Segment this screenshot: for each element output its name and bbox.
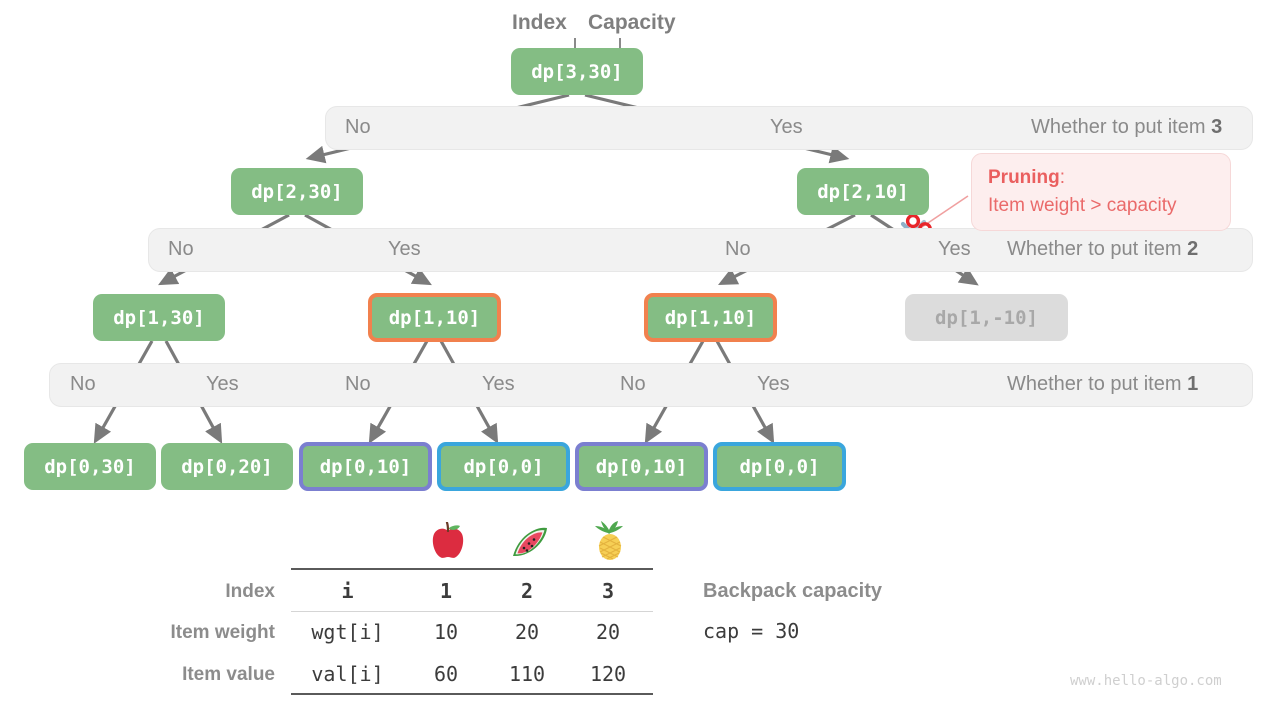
pruning-callout: Pruning: Item weight > capacity [971, 153, 1231, 232]
band1-question: Whether to put item 1 [1007, 373, 1198, 396]
table-col-header-3: 3 [601, 579, 615, 603]
table-row-label-item-weight: Item weight [170, 622, 275, 643]
tree-node-dp-0-20[interactable]: dp[0,20] [161, 443, 293, 490]
band1-question-item: 1 [1187, 373, 1199, 395]
band3-question-item: 3 [1211, 116, 1223, 138]
apple-icon [432, 522, 464, 558]
table-cell-i: i [341, 579, 354, 603]
table-value-1: 60 [433, 662, 459, 686]
pineapple-icon [595, 521, 623, 560]
tree-node-dp-2-10[interactable]: dp[2,10] [797, 168, 929, 215]
tree-node-dp-1-30[interactable]: dp[1,30] [93, 294, 225, 341]
table-col-header-2: 2 [520, 579, 534, 603]
band2-question: Whether to put item 2 [1007, 238, 1198, 261]
backpack-capacity-value: cap = 30 [703, 619, 800, 643]
tree-node-dp-0-0-right[interactable]: dp[0,0] [713, 442, 846, 491]
band3-question-text: Whether to put item [1031, 116, 1212, 138]
band2-choice-no-1: No [168, 238, 194, 260]
band3-choice-yes: Yes [770, 116, 803, 138]
decision-band-item1 [49, 363, 1253, 407]
table-value-2: 110 [508, 662, 546, 686]
table-row-label-item-value: Item value [182, 664, 275, 685]
tree-node-dp-0-30[interactable]: dp[0,30] [24, 443, 156, 490]
capacity-annotation-tick [619, 38, 621, 53]
band2-choice-yes-1: Yes [388, 238, 421, 260]
table-cell-val: val[i] [311, 662, 384, 686]
capacity-annotation-label: Capacity [588, 11, 676, 34]
table-rule-top [291, 568, 653, 570]
watermark: www.hello-algo.com [1070, 673, 1222, 689]
band1-choice-no-1: No [70, 373, 96, 395]
table-rule-bottom [291, 693, 653, 695]
decision-band-item3 [325, 106, 1253, 150]
table-cell-wgt: wgt[i] [311, 620, 384, 644]
band2-question-text: Whether to put item [1007, 238, 1188, 260]
band2-question-item: 2 [1187, 238, 1199, 260]
tree-node-dp-0-10-right[interactable]: dp[0,10] [575, 442, 708, 491]
watermelon-icon [513, 527, 547, 557]
band1-choice-yes-3: Yes [757, 373, 790, 395]
pruning-callout-title: Pruning: [988, 164, 1214, 192]
band1-choice-no-3: No [620, 373, 646, 395]
tree-node-dp-0-10-left[interactable]: dp[0,10] [299, 442, 432, 491]
table-weight-3: 20 [595, 620, 621, 644]
band1-choice-yes-1: Yes [206, 373, 239, 395]
table-col-header-1: 1 [439, 579, 453, 603]
backpack-capacity-label: Backpack capacity [703, 580, 883, 602]
band3-question: Whether to put item 3 [1031, 116, 1222, 139]
tree-node-root[interactable]: dp[3,30] [511, 48, 643, 95]
pruning-keyword: Pruning [988, 167, 1060, 188]
tree-node-dp-1-neg10[interactable]: dp[1,-10] [905, 294, 1068, 341]
tree-node-dp-1-10-right[interactable]: dp[1,10] [644, 293, 777, 342]
decision-band-item2 [148, 228, 1253, 272]
table-weight-2: 20 [514, 620, 540, 644]
pruning-colon: : [1059, 167, 1066, 188]
band1-choice-no-2: No [345, 373, 371, 395]
band1-question-text: Whether to put item [1007, 373, 1188, 395]
tree-node-dp-1-10-left[interactable]: dp[1,10] [368, 293, 501, 342]
band2-choice-yes-2: Yes [938, 238, 971, 260]
index-annotation-tick [574, 38, 576, 53]
pruning-callout-detail: Item weight > capacity [988, 194, 1177, 216]
band3-choice-no: No [345, 116, 371, 138]
table-row-label-index: Index [225, 581, 275, 602]
table-value-3: 120 [589, 662, 627, 686]
band2-choice-no-2: No [725, 238, 751, 260]
table-weight-1: 10 [433, 620, 459, 644]
tree-node-dp-0-0-left[interactable]: dp[0,0] [437, 442, 570, 491]
tree-node-dp-2-30[interactable]: dp[2,30] [231, 168, 363, 215]
table-rule-mid [291, 611, 653, 612]
band1-choice-yes-2: Yes [482, 373, 515, 395]
index-annotation-label: Index [512, 11, 567, 34]
